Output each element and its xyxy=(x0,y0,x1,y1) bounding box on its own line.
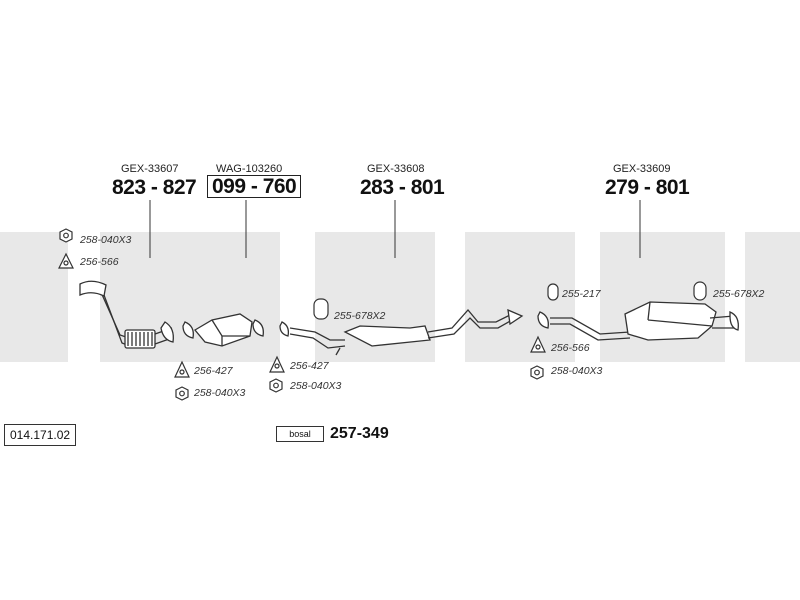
bosal-badge: bosal xyxy=(276,426,324,442)
fitting-label: 258-040X3 xyxy=(290,380,342,392)
fitting-label: 255-678X2 xyxy=(713,288,765,300)
leader-lines xyxy=(149,200,641,258)
part-number-boxed: 099 - 760 xyxy=(207,175,302,198)
fitting-label: 255-678X2 xyxy=(334,310,386,322)
section-code: GEX-33607 xyxy=(121,163,179,175)
fitting-label: 256-427 xyxy=(194,365,233,377)
fitting-label: 258-040X3 xyxy=(194,387,246,399)
part-number: 279 - 801 xyxy=(605,176,690,199)
front-pipe xyxy=(79,280,174,349)
fitting-label: 255-217 xyxy=(562,288,601,300)
section-code: GEX-33609 xyxy=(613,163,671,175)
catalog-number: 014.171.02 xyxy=(4,424,77,446)
fitting-label: 256-566 xyxy=(551,342,590,354)
fitting-label: 258-040X3 xyxy=(80,234,132,246)
hanger-icon xyxy=(313,281,707,320)
catalytic-converter xyxy=(182,313,264,347)
fitting-label: 258-040X3 xyxy=(551,365,603,377)
mounting-kit-number: 257-349 xyxy=(330,425,389,442)
bosal-watermark xyxy=(0,232,800,362)
part-number: 283 - 801 xyxy=(360,176,445,199)
rear-silencer xyxy=(537,301,739,341)
section-code: WAG-103260 xyxy=(216,163,283,175)
middle-pipe xyxy=(279,308,524,356)
fitting-label: 256-566 xyxy=(80,256,119,268)
fitting-label: 256-427 xyxy=(290,360,329,372)
section-code: GEX-33608 xyxy=(367,163,425,175)
part-number: 823 - 827 xyxy=(112,176,197,199)
